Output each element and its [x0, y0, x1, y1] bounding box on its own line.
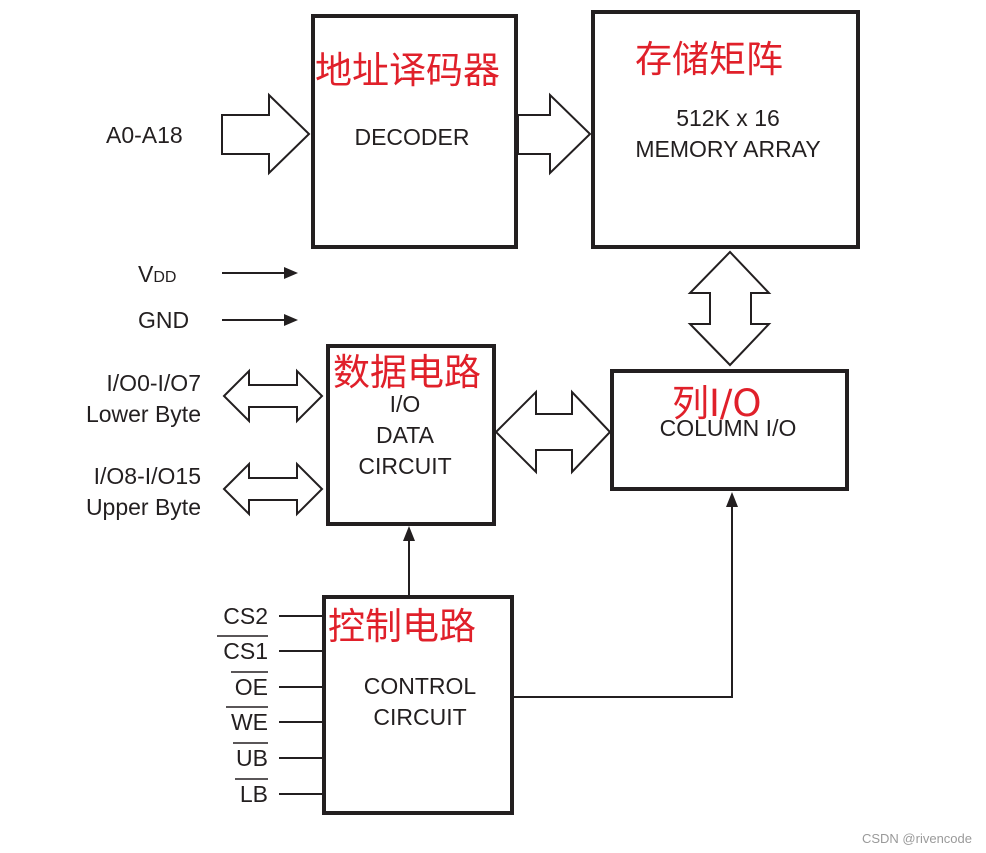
io-lower-label-2: Lower Byte [86, 401, 201, 427]
column-io-label: COLUMN I/O [660, 415, 797, 441]
gnd-label: GND [138, 307, 189, 333]
decoder-annotation: 地址译码器 [315, 49, 500, 92]
io-data-circuit-label-1: I/O [390, 391, 421, 417]
memory-array-size-label: 512K x 16 [676, 105, 780, 131]
io-lower-label-1: I/O0-I/O7 [106, 370, 201, 396]
signal-we-label: WE [231, 709, 268, 735]
data-circuit-annotation: 数据电路 [333, 351, 481, 394]
decoder-to-array-arrow [517, 92, 592, 176]
signal-cs1-label: CS1 [223, 638, 268, 664]
control-to-data-arrow [403, 526, 415, 597]
io-data-circuit-block [326, 344, 496, 526]
column-io-annotation: 列I/O [672, 382, 762, 425]
column-io-block [610, 369, 849, 491]
address-bus-arrow [221, 92, 311, 176]
io-upper-label-1: I/O8-I/O15 [94, 463, 201, 489]
io-data-circuit-label-2: DATA [376, 422, 435, 448]
watermark: CSDN @rivencode [862, 831, 972, 846]
io-data-circuit-label-3: CIRCUIT [358, 453, 451, 479]
io-lower-byte-bidir-arrow [222, 368, 324, 424]
data-column-io-bidir-arrow [494, 389, 612, 475]
control-to-column-io-arrow [512, 492, 738, 698]
control-circuit-block [322, 595, 514, 815]
io-upper-label-2: Upper Byte [86, 494, 201, 520]
control-circuit-label-1: CONTROL [364, 673, 477, 699]
memory-array-annotation: 存储矩阵 [635, 38, 783, 81]
vdd-label-subscript: DD [153, 269, 176, 286]
vdd-label-main: V [138, 261, 154, 287]
signal-lb-label: LB [240, 781, 268, 807]
control-circuit-label-2: CIRCUIT [373, 704, 466, 730]
io-upper-byte-bidir-arrow [222, 461, 324, 517]
decoder-block [311, 14, 518, 249]
decoder-label: DECODER [354, 124, 469, 150]
control-signal-lines [279, 615, 324, 795]
signal-oe-label: OE [235, 674, 268, 700]
control-circuit-annotation: 控制电路 [328, 605, 476, 648]
gnd-arrow [222, 314, 298, 326]
signal-cs2-label: CS2 [223, 603, 268, 629]
signal-ub-label: UB [236, 745, 268, 771]
vdd-label: VDD [138, 261, 176, 287]
address-label: A0-A18 [106, 122, 183, 148]
control-signal-labels: CS2 CS1 OE WE UB LB [217, 603, 268, 807]
array-column-io-bidir-arrow [687, 250, 772, 367]
vdd-arrow [222, 267, 298, 279]
memory-array-block [591, 10, 860, 249]
memory-array-label: MEMORY ARRAY [635, 136, 820, 162]
